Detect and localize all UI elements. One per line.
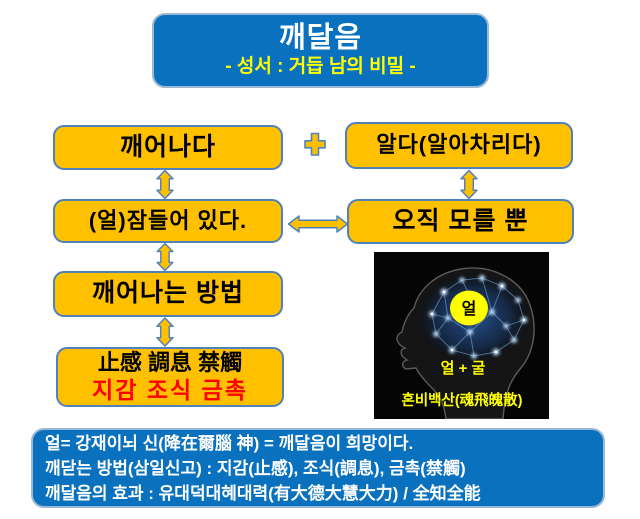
box-only-dont-know-label: 오직 모를 뿐 [392, 206, 529, 235]
double-arrow-horizontal-icon [287, 215, 349, 233]
box-awakening-method-label: 깨어나는 방법 [92, 279, 244, 308]
box-awakening-method: 깨어나는 방법 [53, 271, 283, 317]
footer-line-2: 깨닫는 방법(삼일신고) : 지감(止感), 조식(調息), 금촉(禁觸) [45, 458, 466, 478]
double-arrow-vertical-icon [460, 169, 478, 200]
footer-line-1: 얼= 강재이뇌 신(降在爾腦 神) = 깨달음이 희망이다. [45, 433, 414, 453]
footer-line-3: 깨달음의 효과 : 유대덕대혜대력(有大德大慧大力) / 全知全能 [45, 483, 481, 503]
double-arrow-vertical-icon [156, 242, 174, 272]
face-formula-label: 얼 + 굴 [441, 360, 486, 377]
box-spirit-asleep-label: (얼)잠들어 있다. [88, 207, 248, 233]
title-box: 깨달음 - 성서 : 거듭 남의 비밀 - [152, 13, 489, 88]
brain-head-image: 얼 얼 + 굴 혼비백산(魂飛魄散) [374, 252, 549, 419]
plus-icon [304, 132, 326, 156]
box-to-know: 알다(알아차리다) [345, 122, 573, 169]
box-three-practices-hangul: 지감 조식 금촉 [92, 377, 248, 404]
footer-box: 얼= 강재이뇌 신(降在爾腦 神) = 깨달음이 희망이다. 깨닫는 방법(삼일… [31, 428, 605, 508]
box-three-practices: 止感 調息 禁觸 지감 조식 금촉 [56, 347, 284, 407]
box-wake-up: 깨어나다 [53, 125, 283, 170]
box-wake-up-label: 깨어나다 [119, 132, 216, 161]
double-arrow-vertical-icon [156, 169, 174, 200]
box-three-practices-hanja: 止感 調息 禁觸 [97, 349, 243, 375]
double-arrow-vertical-icon [156, 317, 174, 347]
page-title: 깨달음 [278, 22, 363, 55]
box-to-know-label: 알다(알아차리다) [376, 132, 542, 158]
honbibaeksan-label: 혼비백산(魂飛魄散) [401, 391, 522, 409]
spirit-circle [450, 290, 488, 326]
box-spirit-asleep: (얼)잠들어 있다. [53, 199, 283, 243]
page-subtitle: - 성서 : 거듭 남의 비밀 - [225, 55, 416, 77]
spirit-circle-label: 얼 [462, 300, 477, 318]
neural-network-nodes [429, 275, 528, 359]
box-only-dont-know: 오직 모를 뿐 [347, 199, 574, 244]
